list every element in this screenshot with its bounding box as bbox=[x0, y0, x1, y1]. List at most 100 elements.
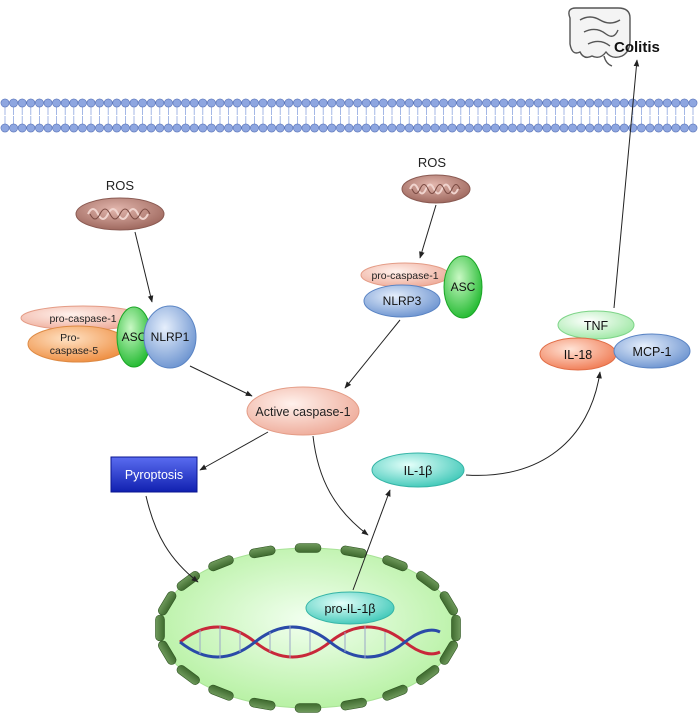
lipid-head bbox=[78, 123, 87, 133]
lipid-head bbox=[516, 98, 526, 108]
lipid-head bbox=[508, 123, 517, 133]
lipid-head bbox=[439, 98, 448, 108]
mcp1-oval bbox=[613, 333, 691, 369]
lipid-head bbox=[9, 98, 18, 108]
lipid-head bbox=[585, 123, 595, 133]
arrow-nlrp3-to-caspase bbox=[344, 319, 401, 389]
lipid-head bbox=[585, 98, 595, 108]
lipid-head bbox=[121, 123, 130, 133]
lipid-head bbox=[121, 98, 130, 108]
lipid-head bbox=[69, 123, 79, 133]
lipid-head bbox=[310, 123, 319, 133]
nuclear-envelope-segment bbox=[208, 555, 234, 572]
nuclear-envelope-segment bbox=[158, 640, 177, 665]
lipid-head bbox=[172, 98, 182, 108]
lipid-head bbox=[327, 98, 337, 108]
lipid-head bbox=[533, 98, 543, 108]
active-caspase-1-oval bbox=[246, 386, 360, 436]
lipid-head bbox=[396, 98, 405, 108]
lipid-head bbox=[52, 98, 61, 108]
pro-il1b-oval bbox=[305, 591, 395, 625]
lipid-head bbox=[249, 98, 259, 108]
lipid-head bbox=[103, 123, 113, 133]
lipid-head bbox=[146, 123, 156, 133]
lipid-head bbox=[95, 123, 104, 133]
lipid-head bbox=[241, 123, 251, 133]
lipid-head bbox=[482, 98, 491, 108]
lipid-head bbox=[129, 98, 139, 108]
asc-oval-right bbox=[443, 255, 483, 319]
lipid-head bbox=[413, 98, 423, 108]
lipid-head bbox=[473, 123, 483, 133]
active-caspase-1-label: Active caspase-1 bbox=[255, 405, 350, 419]
mcp1-label: MCP-1 bbox=[633, 345, 672, 359]
lipid-head bbox=[335, 98, 345, 108]
ros-label-left: ROS bbox=[106, 178, 135, 193]
nuclear-envelope-segment bbox=[439, 591, 458, 616]
lipid-head bbox=[447, 123, 457, 133]
lipid-head bbox=[413, 123, 423, 133]
lipid-head bbox=[370, 98, 380, 108]
lipid-head bbox=[654, 123, 663, 133]
lipid-head bbox=[439, 123, 448, 133]
nuclear-envelope-segment bbox=[439, 640, 458, 665]
nlrp3-oval bbox=[363, 284, 441, 318]
lipid-head bbox=[206, 123, 216, 133]
lipid-head bbox=[568, 123, 577, 133]
lipid-head bbox=[284, 98, 294, 108]
lipid-head bbox=[301, 123, 311, 133]
lipid-head bbox=[559, 98, 569, 108]
lipid-head bbox=[680, 123, 689, 133]
lipid-head bbox=[26, 123, 36, 133]
lipid-head bbox=[361, 123, 371, 133]
lipid-head bbox=[52, 123, 61, 133]
lipid-head bbox=[456, 98, 466, 108]
arrow-ros-to-nlrp1 bbox=[134, 231, 154, 303]
lipid-head bbox=[344, 123, 354, 133]
nuclear-envelope-segment bbox=[294, 543, 322, 553]
pro-il1b-label: pro-IL-1β bbox=[325, 602, 376, 616]
lipid-head bbox=[525, 98, 534, 108]
colitis-label: Colitis bbox=[614, 39, 660, 56]
lipid-head bbox=[17, 98, 27, 108]
lipid-head bbox=[26, 98, 36, 108]
lipid-head bbox=[490, 98, 500, 108]
nuclear-envelope bbox=[155, 543, 461, 713]
pyroptosis-box bbox=[110, 456, 198, 493]
nuclear-envelope-segment bbox=[416, 665, 440, 685]
cell-membrane bbox=[0, 98, 698, 133]
nuclear-envelope-segment bbox=[382, 684, 408, 701]
nuclear-envelope-segment bbox=[294, 703, 322, 713]
pathway-arrows bbox=[134, 59, 640, 591]
lipid-head bbox=[138, 123, 147, 133]
arrow-pyroptosis-to-nucleus bbox=[145, 495, 199, 583]
lipid-head bbox=[60, 123, 70, 133]
lipid-head bbox=[611, 98, 620, 108]
lipid-head bbox=[568, 98, 577, 108]
tnf-oval bbox=[557, 310, 635, 340]
lipid-head bbox=[662, 98, 672, 108]
nuclear-envelope-segment bbox=[155, 614, 165, 642]
lipid-head bbox=[654, 98, 663, 108]
lipid-head bbox=[576, 123, 586, 133]
lipid-head bbox=[146, 98, 156, 108]
lipid-head bbox=[421, 123, 431, 133]
lipid-head bbox=[396, 123, 405, 133]
nuclear-envelope-segment bbox=[158, 591, 177, 616]
lipid-head bbox=[551, 98, 560, 108]
lipid-head bbox=[215, 123, 225, 133]
lipid-head bbox=[490, 123, 500, 133]
lipid-head bbox=[473, 98, 483, 108]
lipid-head bbox=[361, 98, 371, 108]
lipid-head bbox=[353, 98, 362, 108]
lipid-head bbox=[318, 98, 328, 108]
lipid-head bbox=[637, 98, 646, 108]
lipid-head bbox=[43, 123, 53, 133]
lipid-head bbox=[0, 123, 10, 133]
tnf-label: TNF bbox=[584, 319, 609, 333]
lipid-head bbox=[430, 98, 440, 108]
lipid-head bbox=[619, 98, 629, 108]
lipid-head bbox=[611, 123, 620, 133]
lipid-head bbox=[327, 123, 337, 133]
lipid-head bbox=[232, 123, 242, 133]
